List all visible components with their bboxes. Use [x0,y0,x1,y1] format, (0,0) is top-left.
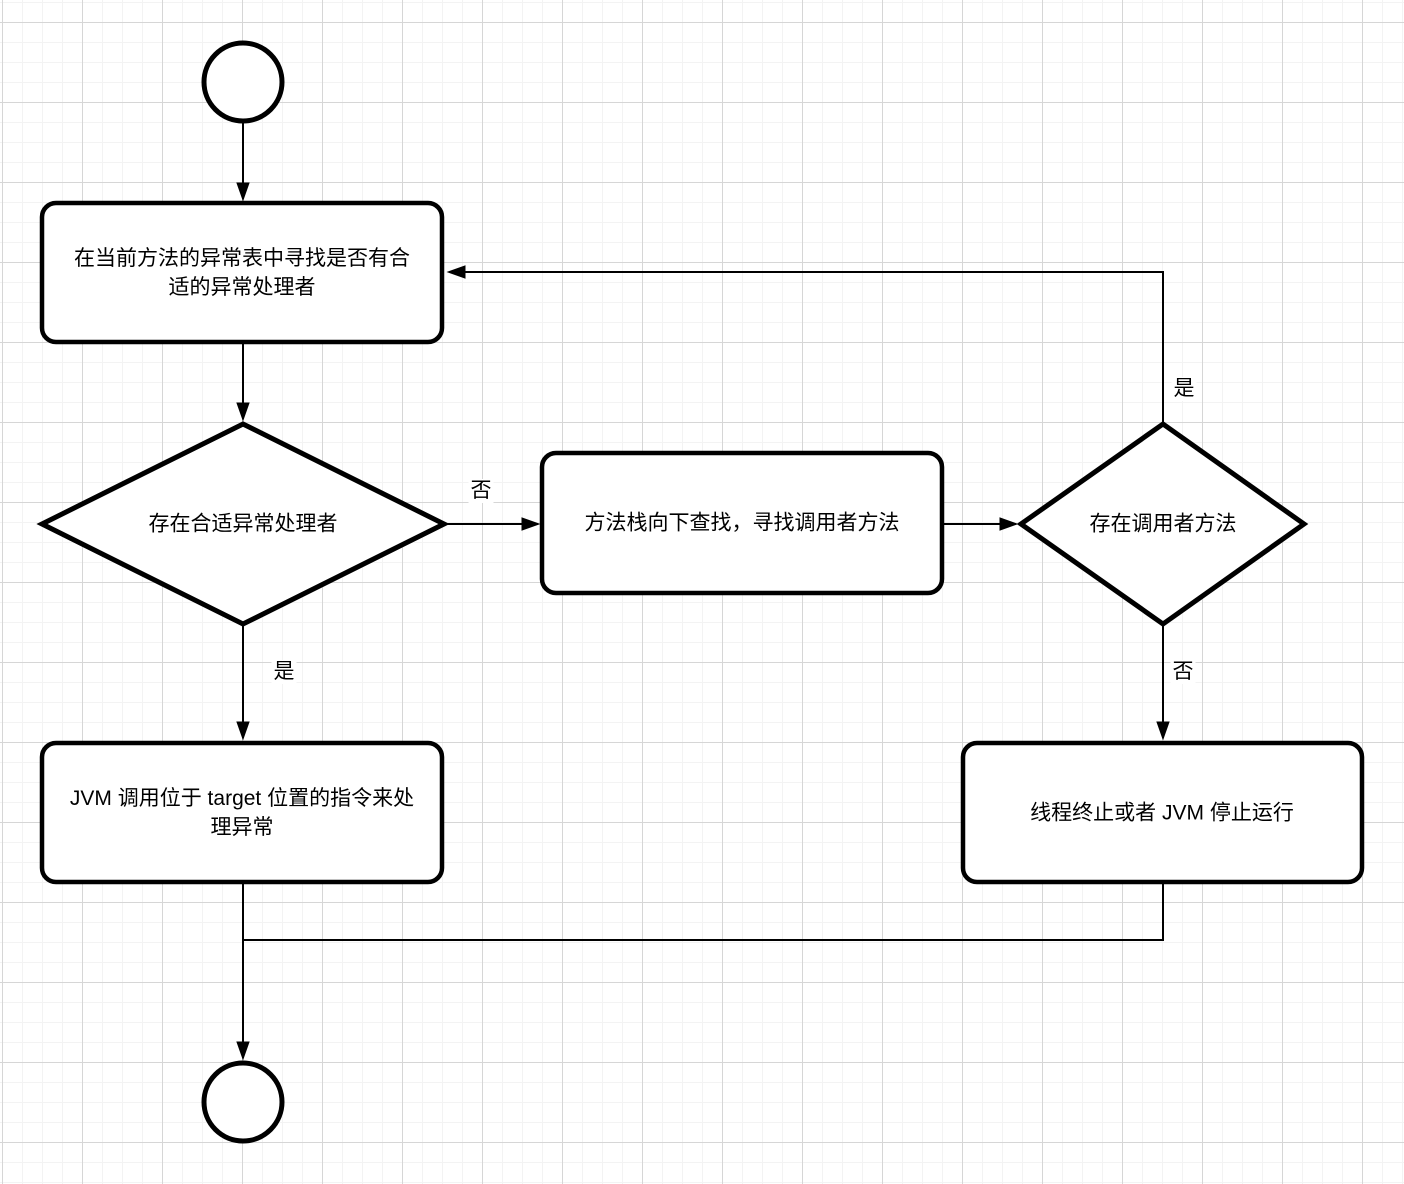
node-handle-at-target-box [39,740,445,885]
edge-label-handler-yes: 是 [271,660,297,684]
edge-label-caller-no: 否 [1170,660,1196,684]
node-caller-exists-label: 存在调用者方法 [1089,512,1237,536]
node-caller-exists-diamond [1016,420,1309,628]
edge-label-handler-no: 否 [468,479,494,503]
edge-terminate-join [243,882,1164,941]
start-node [201,40,285,124]
node-find-handler-box [39,200,445,345]
edge-caller-exists-yes-to-find-handler [446,265,1164,424]
edge-label-caller-yes: 是 [1171,377,1197,401]
node-handler-exists-diamond [36,421,450,627]
node-terminate-label: 线程终止或者 JVM 停止运行 [1030,801,1294,825]
end-node [201,1060,285,1144]
node-handle-at-target-label: JVM 调用位于 target 位置的指令来处 理异常 [69,787,415,839]
node-search-stack-label: 方法栈向下查找，寻找调用者方法 [584,511,900,535]
node-handler-exists-label: 存在合适异常处理者 [148,512,338,536]
node-find-handler-label: 在当前方法的异常表中寻找是否有合 适的异常处理者 [74,247,410,299]
node-search-stack-box [539,450,945,596]
node-terminate-box [960,740,1365,885]
